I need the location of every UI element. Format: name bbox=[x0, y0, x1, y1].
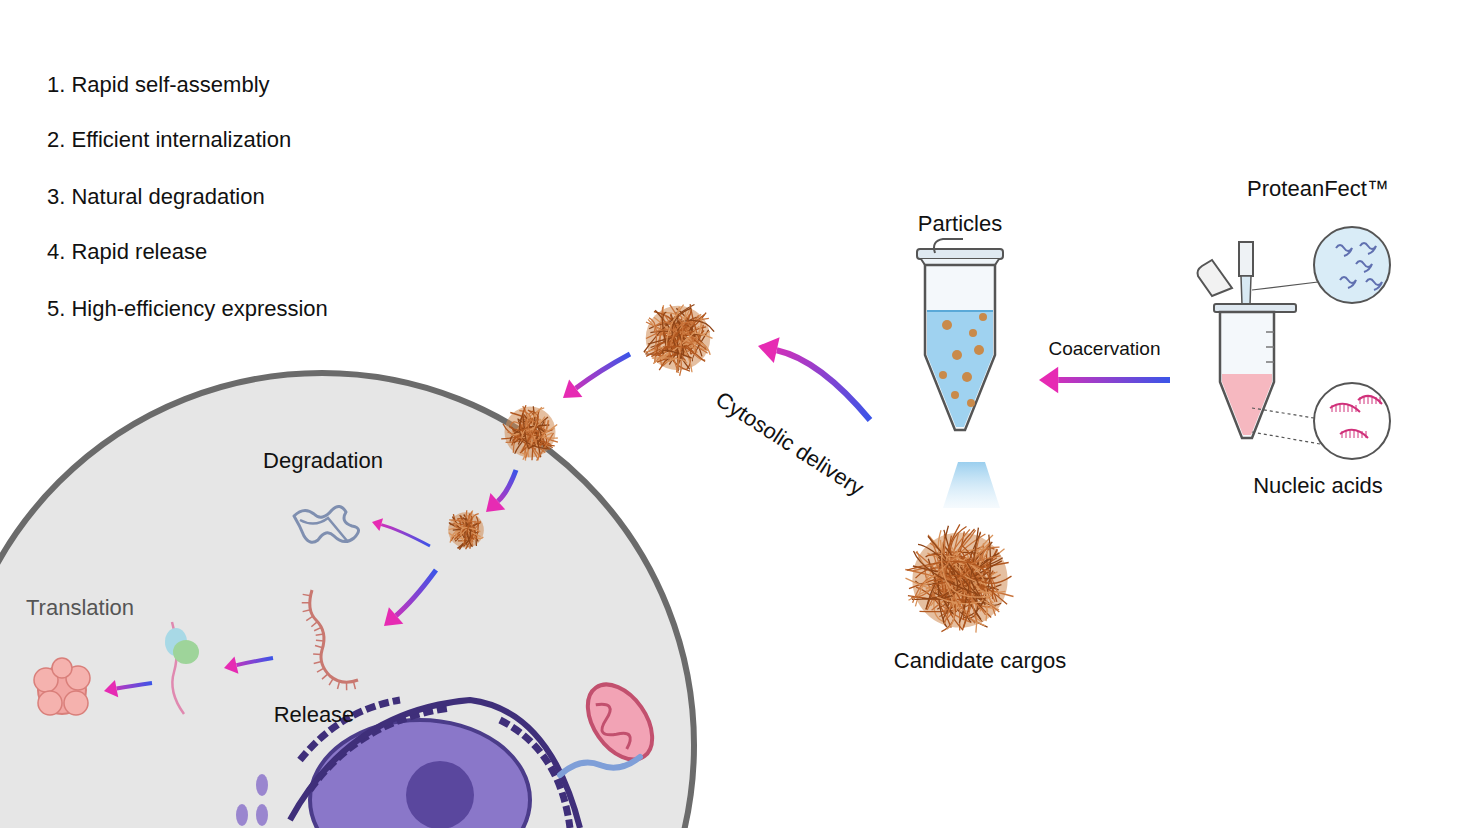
arrow bbox=[758, 337, 870, 420]
arrow-label: Cytosolic delivery bbox=[711, 386, 869, 501]
list-item: 1. Rapid self-assembly bbox=[47, 72, 270, 98]
protein bbox=[34, 658, 90, 715]
particle-balls bbox=[448, 304, 1013, 632]
cell bbox=[0, 373, 694, 828]
step-label: Translation bbox=[26, 595, 134, 621]
reagent-tube: ProteanFect™ Nucleic acids bbox=[1190, 172, 1446, 502]
arrow bbox=[486, 470, 516, 512]
arrow bbox=[104, 680, 152, 697]
node-title: ProteanFect™ bbox=[1190, 176, 1446, 202]
arrow bbox=[563, 354, 630, 398]
arrows bbox=[104, 337, 870, 697]
particle bbox=[905, 524, 1013, 632]
particle bbox=[644, 304, 714, 376]
tube-icon bbox=[895, 205, 1025, 445]
list-item: 5. High-efficiency expression bbox=[47, 296, 328, 322]
mrna bbox=[302, 590, 358, 690]
connector-arrow bbox=[1039, 367, 1170, 393]
list-item: 2. Efficient internalization bbox=[47, 127, 291, 153]
step-label: Degradation bbox=[263, 448, 383, 474]
tube-icon bbox=[1190, 172, 1446, 502]
arrow bbox=[372, 518, 430, 546]
organelles bbox=[236, 673, 665, 828]
list-item: 3. Natural degradation bbox=[47, 184, 265, 210]
light-beam bbox=[943, 462, 1000, 508]
particle bbox=[501, 405, 558, 460]
node-caption: Nucleic acids bbox=[1190, 473, 1446, 499]
arrow bbox=[384, 570, 436, 626]
particle bbox=[448, 510, 484, 549]
edge-label: Coacervation bbox=[1047, 338, 1163, 360]
arrow bbox=[224, 657, 273, 674]
node-title: Particles bbox=[895, 211, 1025, 237]
step-label: Release bbox=[274, 702, 355, 728]
list-item: 4. Rapid release bbox=[47, 239, 207, 265]
figure-label: Candidate cargos bbox=[894, 648, 1066, 674]
particles-tube: Particles bbox=[895, 205, 1025, 445]
